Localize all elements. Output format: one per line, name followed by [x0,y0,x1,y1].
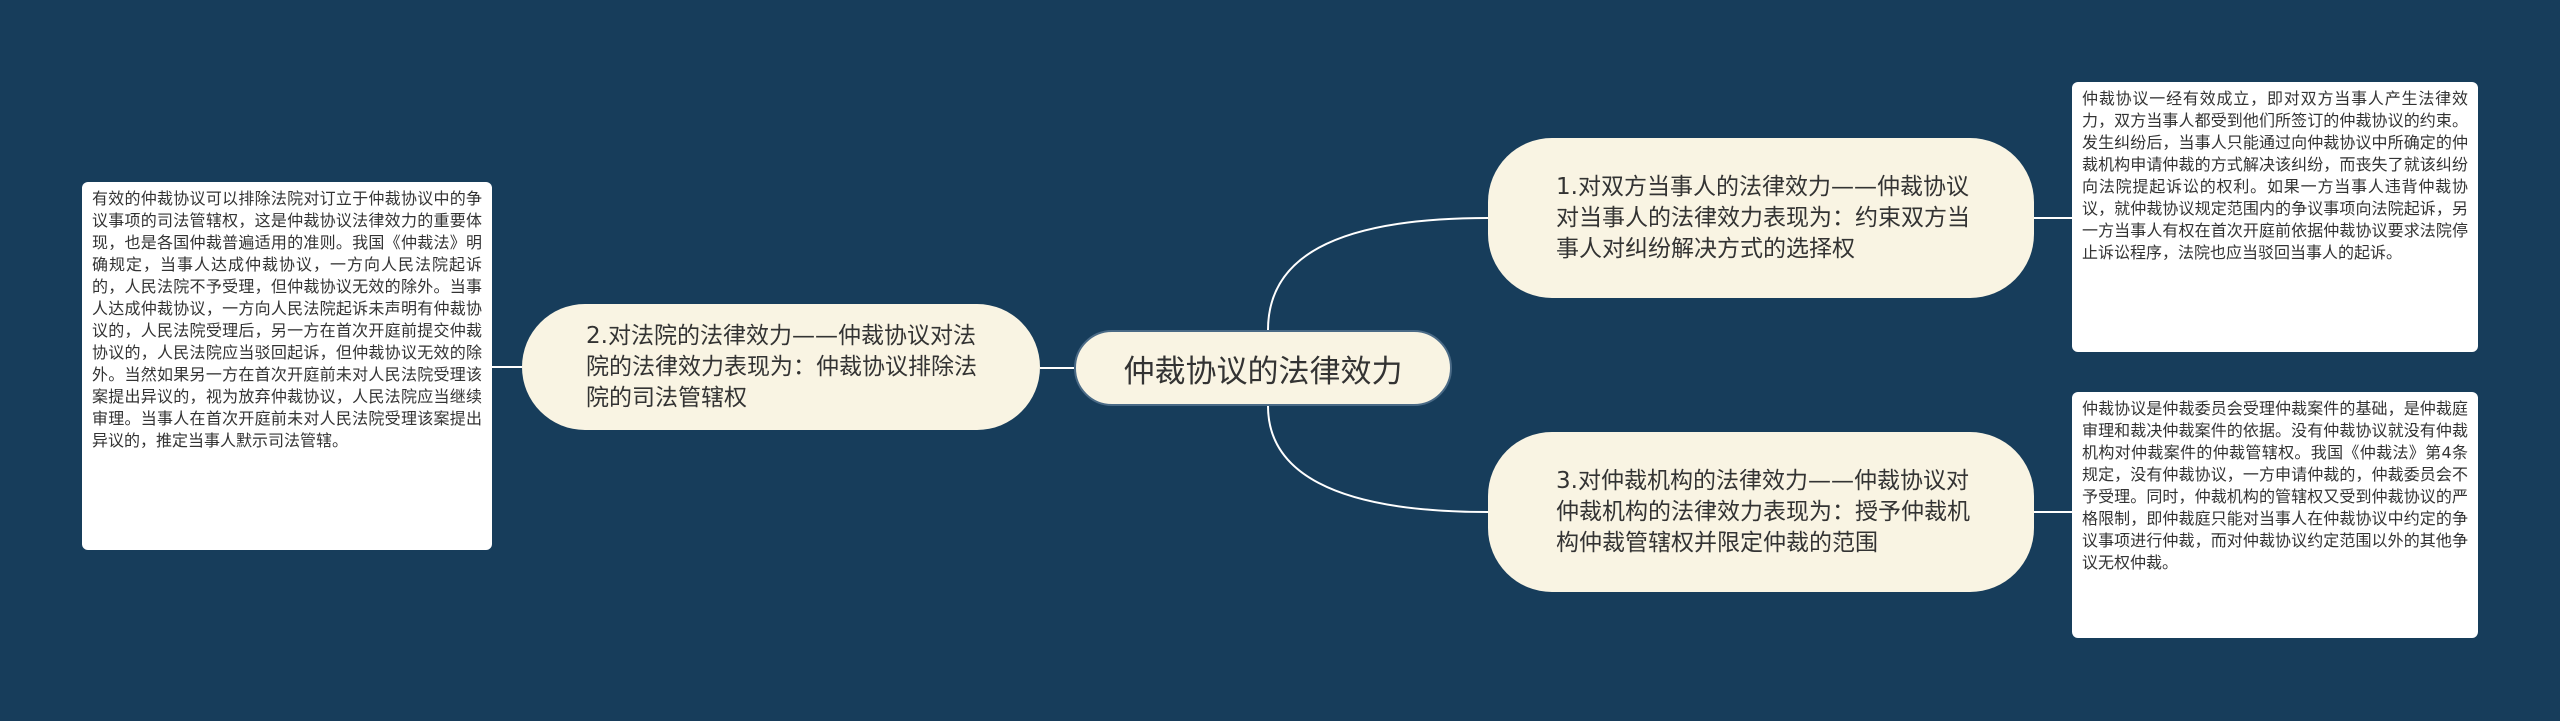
connector-center-branch-3 [1267,405,1489,513]
detail-text: 仲裁协议是仲裁委员会受理仲裁案件的基础，是仲裁庭审理和裁决仲裁案件的依据。没有仲… [2082,399,2468,572]
center-topic-node[interactable]: 仲裁协议的法律效力 [1074,330,1452,406]
detail-note-arbitration-body: 仲裁协议是仲裁委员会受理仲裁案件的基础，是仲裁庭审理和裁决仲裁案件的依据。没有仲… [2072,392,2478,638]
branch-label: 3.对仲裁机构的法律效力——仲裁协议对仲裁机构的法律效力表现为：授予仲裁机构仲裁… [1556,467,1970,556]
branch-label: 1.对双方当事人的法律效力——仲裁协议对当事人的法律效力表现为：约束双方当事人对… [1556,173,1970,262]
detail-note-court: 有效的仲裁协议可以排除法院对订立于仲裁协议中的争议事项的司法管辖权，这是仲裁协议… [82,182,492,550]
detail-note-parties: 仲裁协议一经有效成立，即对双方当事人产生法律效力，双方当事人都受到他们所签订的仲… [2072,82,2478,352]
center-topic-label: 仲裁协议的法律效力 [1123,353,1403,390]
detail-text: 仲裁协议一经有效成立，即对双方当事人产生法律效力，双方当事人都受到他们所签订的仲… [2082,89,2468,262]
connector-center-branch-1 [1267,217,1489,331]
detail-text: 有效的仲裁协议可以排除法院对订立于仲裁协议中的争议事项的司法管辖权，这是仲裁协议… [92,189,482,450]
branch-label: 2.对法院的法律效力——仲裁协议对法院的法律效力表现为：仲裁协议排除法院的司法管… [586,322,977,411]
branch-node-parties[interactable]: 1.对双方当事人的法律效力——仲裁协议对当事人的法律效力表现为：约束双方当事人对… [1488,138,2034,298]
branch-node-court[interactable]: 2.对法院的法律效力——仲裁协议对法院的法律效力表现为：仲裁协议排除法院的司法管… [522,304,1040,430]
branch-node-arbitration-body[interactable]: 3.对仲裁机构的法律效力——仲裁协议对仲裁机构的法律效力表现为：授予仲裁机构仲裁… [1488,432,2034,592]
